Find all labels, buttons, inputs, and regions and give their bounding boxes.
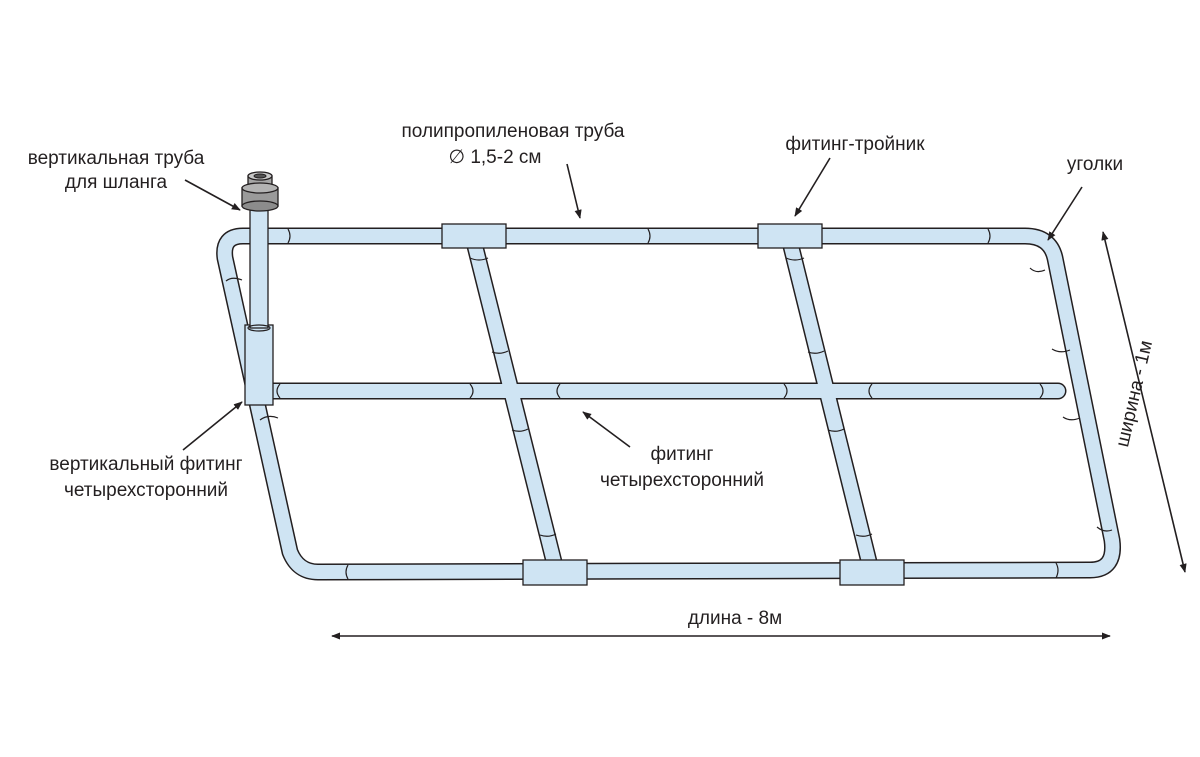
tee-fitting-top-left (441, 223, 507, 249)
arrow-vertical-cross (182, 401, 243, 451)
arrow-vertical-pipe (184, 179, 241, 211)
label-vertical-cross-line1: вертикальный фитинг (49, 454, 242, 475)
label-width: ширина - 1м (1112, 338, 1157, 449)
pipe-fills (217, 229, 1120, 579)
label-pp-pipe-line2: ∅ 1,5-2 см (449, 147, 542, 168)
labels: вертикальная труба для шланга полипропил… (28, 121, 1157, 629)
pipe-joint-marks (225, 228, 1113, 580)
label-cross-fitting-line1: фитинг (651, 444, 714, 465)
arrow-width (1101, 231, 1187, 573)
vertical-hose-pipe (249, 205, 269, 329)
label-cross-fitting-line2: четырехсторонний (600, 470, 764, 491)
label-tee-fitting: фитинг-тройник (785, 134, 925, 155)
annotation-arrows (182, 157, 1187, 640)
hose-connector-icon (241, 171, 279, 212)
label-vertical-cross-line2: четырехсторонний (64, 480, 228, 501)
tee-fittings (441, 223, 905, 586)
arrow-tee-fitting (794, 157, 831, 217)
pipe-network (216, 171, 1122, 586)
pipe-perimeter (216, 227, 1122, 581)
label-vertical-pipe-line2: для шланга (65, 172, 168, 193)
arrow-cross-fitting (582, 411, 631, 448)
arrow-corners (1047, 186, 1083, 241)
pipe-outlines (216, 227, 1122, 581)
vertical-cross-fitting (244, 324, 274, 406)
tee-fitting-top-right (757, 223, 823, 249)
vertical-riser (241, 171, 279, 406)
label-length: длина - 8м (688, 608, 782, 629)
label-pp-pipe-line1: полипропиленовая труба (402, 121, 625, 142)
tee-fitting-bottom-left (522, 559, 588, 586)
arrow-pp-pipe (566, 163, 582, 219)
label-vertical-pipe-line1: вертикальная труба (28, 148, 205, 169)
label-corners: уголки (1067, 154, 1123, 175)
tee-fitting-bottom-right (839, 559, 905, 586)
